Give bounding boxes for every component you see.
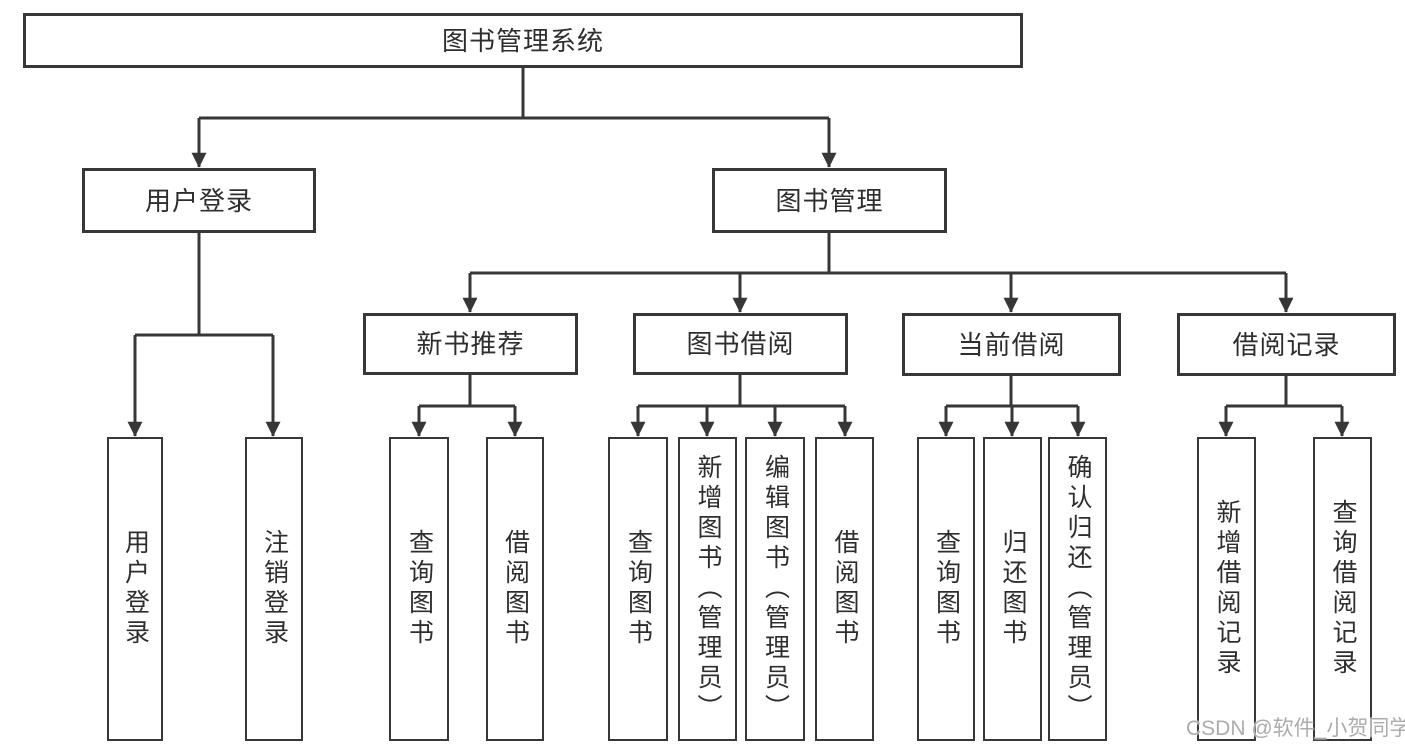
connector-borrow-records-to-leaves (1218, 375, 1350, 437)
connector-root-to-branches (191, 68, 837, 168)
leaf-label: 新增图书（管理员） (694, 454, 722, 724)
leaf-records-query-record: 查询借阅记录 (1313, 437, 1372, 741)
node-new-book-recommend: 新书推荐 (363, 313, 578, 375)
leaf-current-confirm-return-admin: 确认归还（管理员） (1048, 437, 1107, 741)
leaf-label: 确认归还（管理员） (1064, 454, 1092, 724)
node-root: 图书管理系统 (23, 13, 1023, 68)
leaf-label: 注销登录 (260, 529, 289, 649)
leaf-label: 查询图书 (405, 529, 434, 649)
node-label: 新书推荐 (416, 329, 525, 359)
leaf-newbook-borrow-books: 借阅图书 (486, 437, 544, 741)
leaf-label: 借阅图书 (501, 529, 530, 649)
leaf-label: 借阅图书 (831, 529, 859, 649)
leaf-user-login: 用户登录 (107, 437, 163, 741)
leaf-label: 归还图书 (999, 529, 1027, 649)
connector-book-borrow-to-leaves (630, 375, 853, 437)
connector-user-login-to-leaves (127, 233, 281, 437)
leaf-label: 用户登录 (121, 529, 150, 649)
leaf-label: 查询图书 (624, 529, 653, 649)
node-borrow-records: 借阅记录 (1177, 313, 1396, 376)
connector-current-borrow-to-leaves (938, 375, 1086, 437)
leaf-current-return-books: 归还图书 (983, 437, 1042, 741)
node-label: 图书管理 (775, 185, 884, 216)
leaf-newbook-query-books: 查询图书 (389, 437, 449, 741)
node-label: 当前借阅 (957, 329, 1066, 360)
leaf-logout: 注销登录 (245, 437, 303, 741)
leaf-current-query-books: 查询图书 (917, 437, 975, 741)
node-user-login: 用户登录 (82, 168, 316, 233)
connector-book-management-to-sections (462, 233, 1294, 313)
node-label: 用户登录 (144, 185, 253, 216)
connector-new-book-recommend-to-leaves (411, 375, 523, 437)
node-book-management: 图书管理 (712, 168, 947, 233)
leaf-records-add-record: 新增借阅记录 (1197, 437, 1256, 741)
leaf-borrowsec-add-books-admin: 新增图书（管理员） (678, 437, 737, 741)
node-label: 借阅记录 (1232, 329, 1341, 360)
leaf-borrowsec-query-books: 查询图书 (608, 437, 668, 741)
leaf-borrowsec-borrow-books: 借阅图书 (815, 437, 874, 741)
leaf-label: 新增借阅记录 (1213, 499, 1241, 679)
node-label: 图书借阅 (686, 329, 795, 359)
leaf-borrowsec-edit-books-admin: 编辑图书（管理员） (745, 437, 805, 741)
node-label: 图书管理系统 (441, 25, 604, 56)
csdn-watermark: CSDN @软件_小贺同学 (1186, 717, 1405, 740)
node-current-borrow: 当前借阅 (902, 313, 1121, 376)
node-book-borrow: 图书借阅 (633, 313, 848, 375)
leaf-label: 查询借阅记录 (1329, 499, 1357, 679)
leaf-label: 查询图书 (932, 529, 961, 649)
leaf-label: 编辑图书（管理员） (761, 454, 790, 724)
